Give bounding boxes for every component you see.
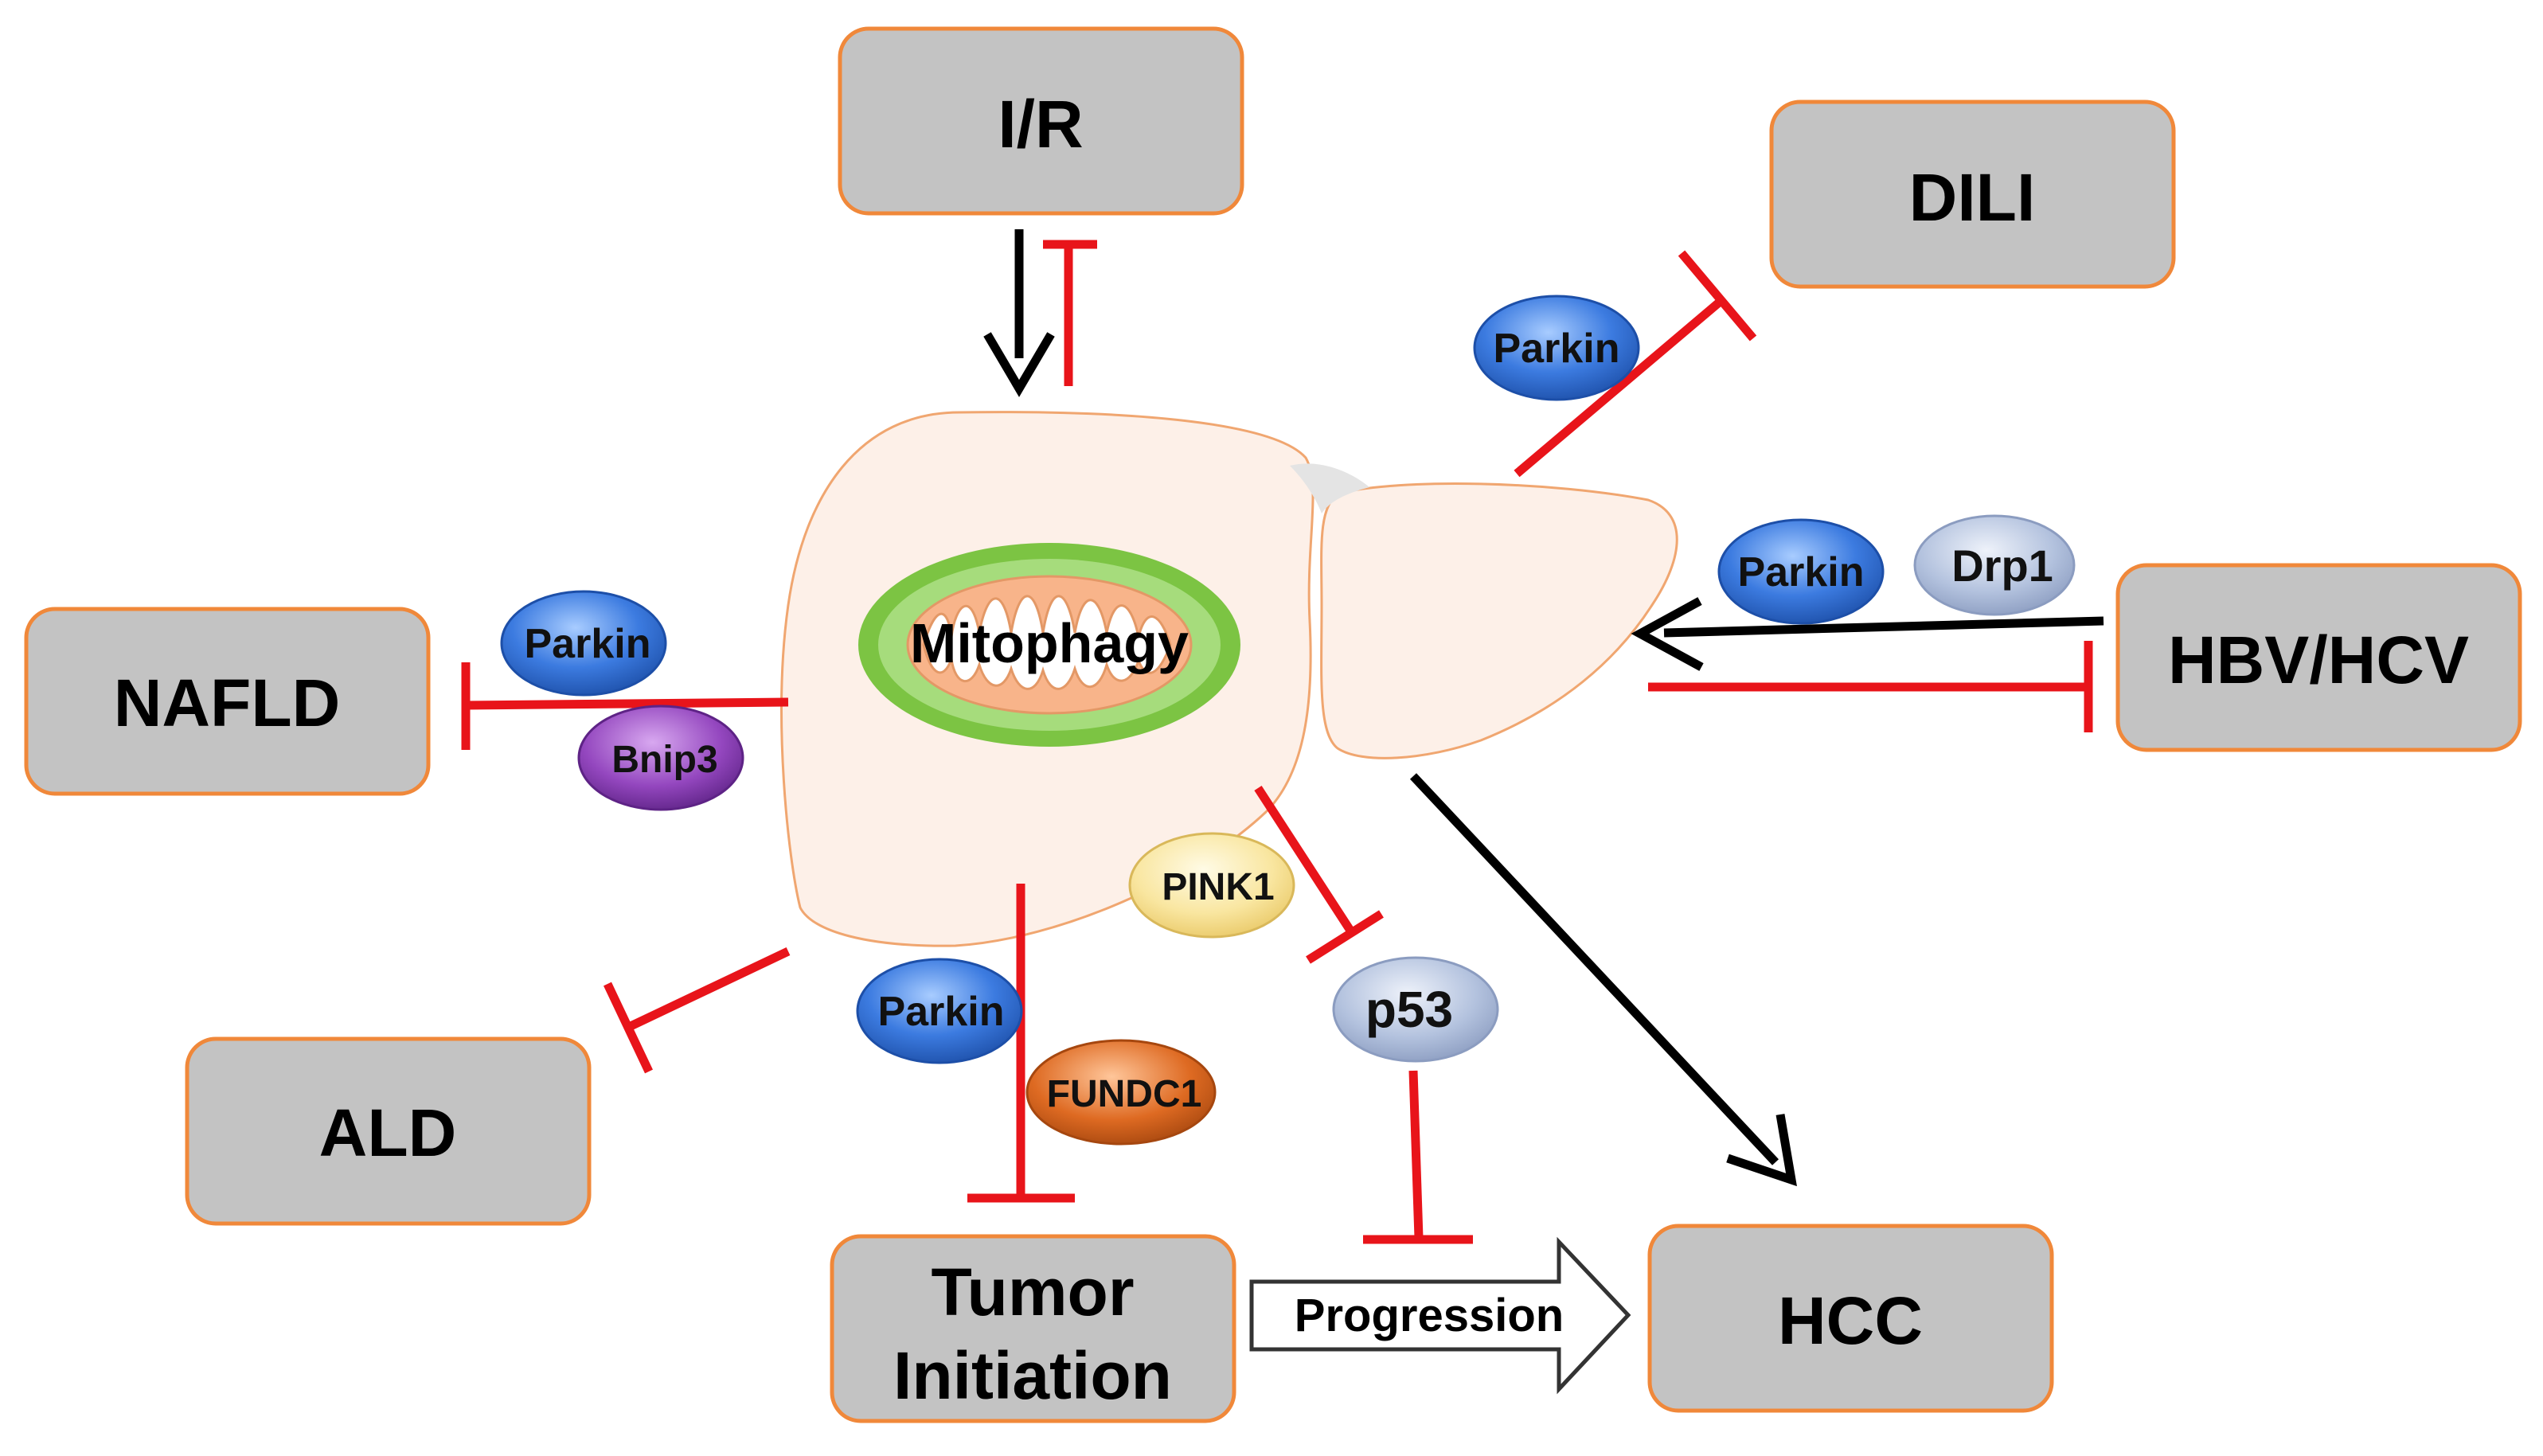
svg-text:Parkin: Parkin [1738,549,1865,595]
box-tumor-initiation: Tumor Initiation [830,1234,1236,1423]
liver-right-lobe [1320,482,1678,759]
box-nafld-label: NAFLD [114,666,341,740]
hcc-activation-arrow [1409,773,1797,1187]
box-nafld: NAFLD [24,607,431,796]
hbv-activation-arrow [1631,597,2104,671]
box-ald: ALD [185,1036,592,1226]
svg-text:FUNDC1: FUNDC1 [1047,1073,1202,1115]
protein-bnip3: Bnip3 [577,705,744,811]
hbv-inhibition-line [1648,641,2093,732]
nafld-inhibition-line [461,662,789,750]
box-hbv-hcv-label: HBV/HCV [2168,623,2469,697]
tumor-initiation-inhibition-line [967,884,1075,1203]
box-ir: I/R [838,26,1244,216]
liver-shadow [1290,463,1369,513]
box-hbv-hcv: HBV/HCV [2115,563,2522,752]
svg-text:PINK1: PINK1 [1162,866,1274,908]
protein-parkin-hbv: Parkin [1717,518,1885,625]
svg-text:Parkin: Parkin [525,621,651,667]
svg-text:Parkin: Parkin [878,989,1005,1035]
ir-inhibition-line [1043,240,1097,386]
protein-parkin-nafld: Parkin [500,590,667,697]
box-hcc-label: HCC [1778,1283,1923,1358]
box-tumor-initiation-line2: Initiation [893,1338,1172,1413]
protein-pink1: PINK1 [1128,832,1295,939]
progression-inhibition-line [1363,1070,1473,1244]
svg-text:Drp1: Drp1 [1951,541,2053,591]
svg-text:Parkin: Parkin [1494,326,1620,372]
protein-parkin-dili: Parkin [1473,295,1640,401]
progression-arrow: Progression [1249,1236,1631,1395]
svg-text:p53: p53 [1365,981,1453,1038]
mitophagy-label: Mitophagy [910,612,1189,674]
svg-text:Bnip3: Bnip3 [611,739,717,781]
box-ald-label: ALD [319,1095,457,1170]
box-tumor-initiation-line1: Tumor [931,1255,1134,1329]
ir-activation-arrow [983,229,1055,397]
protein-fundc1: FUNDC1 [1025,1039,1217,1146]
protein-p53: p53 [1332,956,1499,1063]
box-ir-label: I/R [998,87,1083,162]
ald-inhibition-line [604,947,791,1074]
box-dili-label: DILI [1909,160,2036,235]
dili-inhibition-line [1514,250,1757,478]
progression-label: Progression [1295,1290,1564,1341]
protein-drp1: Drp1 [1913,514,2076,616]
box-dili: DILI [1769,100,2176,289]
mitochondrion-icon [858,543,1240,747]
box-hcc: HCC [1647,1224,2054,1413]
protein-parkin-tumor: Parkin [856,958,1023,1064]
p53-inhibition-line [1254,786,1384,964]
